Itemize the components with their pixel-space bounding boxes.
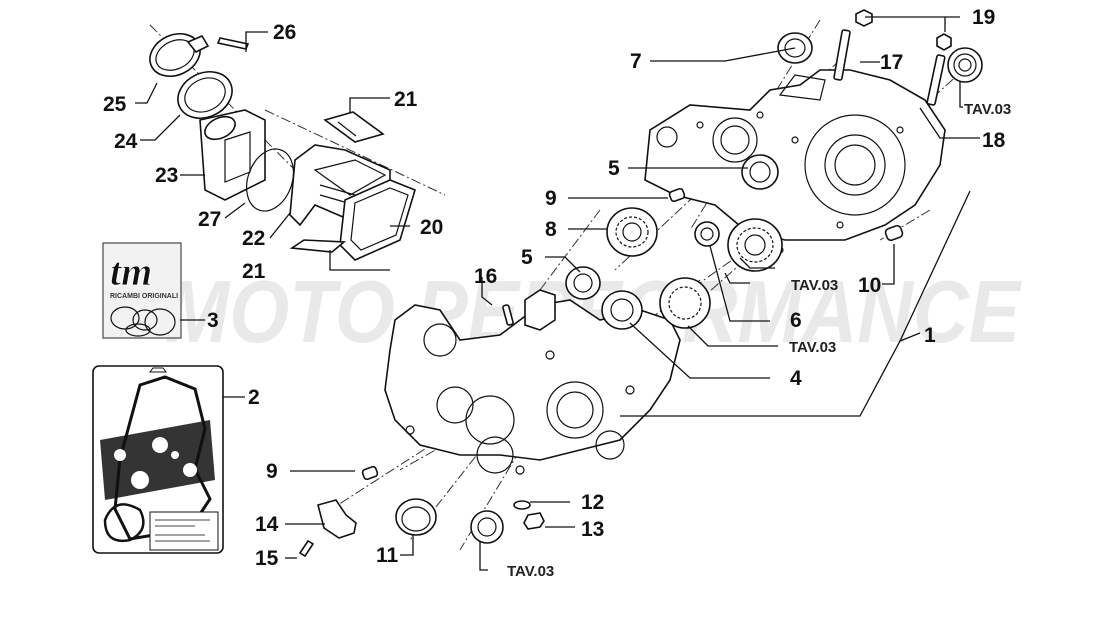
callout-27: 27 [198,208,221,231]
washer [513,500,531,510]
stud [833,29,851,81]
callout-1: 1 [924,324,936,347]
screw [216,37,250,50]
callout-22: 22 [242,227,265,250]
bearings-and-seals [395,32,983,544]
seal-ring [395,498,437,536]
callout-19: 19 [972,6,995,29]
stud [502,304,514,326]
callout-21-lower: 21 [242,260,266,283]
seal [601,290,643,330]
reed-petal-lower [289,239,347,253]
intake-group [149,33,416,261]
bearing [741,154,779,190]
oil-seal-bottom [470,510,504,544]
reed-petal-upper [323,111,385,143]
main-bearing [659,277,711,329]
tav-ref-main-bearing-left: TAV.03 [789,339,836,356]
callout-16: 16 [474,265,497,288]
small-hardware [298,9,952,558]
crankcase-right-half [644,69,946,254]
tav-ref-main-bearing-right: TAV.03 [791,277,838,294]
callout-14: 14 [255,513,279,536]
callout-5-upper: 5 [608,157,620,180]
gasket-kit-card [92,365,224,554]
callout-8: 8 [545,218,557,241]
bolt [298,539,315,558]
flange-nut [936,33,952,51]
callout-4: 4 [790,367,802,390]
callout-23: 23 [155,164,178,187]
dowel-pin [361,465,379,481]
callout-18: 18 [982,129,1006,152]
drain-plug [523,512,545,530]
main-bearing [727,218,783,272]
callout-20: 20 [420,216,443,239]
seal [694,221,720,247]
callout-10: 10 [858,274,881,297]
callout-6: 6 [790,309,802,332]
seal-kit-brand: tm [110,249,152,294]
callout-2: 2 [248,386,260,409]
tav-ref-bottom-seal: TAV.03 [507,563,554,580]
o-ring [246,148,294,212]
callout-21-upper: 21 [394,88,418,111]
callout-25: 25 [103,93,127,116]
callout-24: 24 [114,130,138,153]
stud [926,54,946,106]
callout-9-upper: 9 [545,187,557,210]
seal-kit-caption: RICAMBI ORIGINALI [110,293,178,300]
callout-labels: 1 2 3 4 5 5 6 7 8 9 9 10 11 12 13 14 15 … [103,6,1006,570]
leader-lines [135,16,980,571]
bushing [884,224,904,242]
bearing [606,207,658,257]
callout-9-lower: 9 [266,460,278,483]
callout-13: 13 [581,518,604,541]
bracket [317,499,357,539]
oil-seal-right [947,47,983,83]
bearing [565,266,601,300]
intake-manifold-rubber [177,71,233,119]
dowel-pin [668,187,686,203]
callout-12: 12 [581,491,604,514]
callout-5-lower: 5 [521,246,533,269]
callout-26: 26 [273,21,296,44]
callout-17: 17 [880,51,903,74]
table-references: TAV.03 TAV.03 TAV.03 TAV.03 [507,101,1011,580]
crankcase-left-half [384,289,681,475]
callout-3: 3 [207,309,219,332]
tav-ref-right-seal: TAV.03 [964,101,1011,118]
callout-15: 15 [255,547,279,570]
callout-11: 11 [376,544,399,567]
flange-nut [855,9,873,27]
seal-kit-package: tm RICAMBI ORIGINALI [102,242,182,339]
callout-7: 7 [630,50,642,73]
